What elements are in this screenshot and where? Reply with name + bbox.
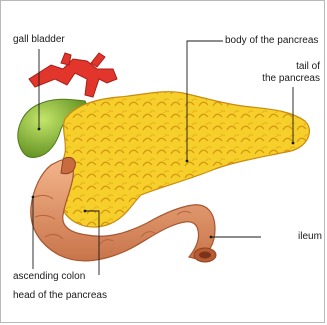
blood-vessels [29, 53, 117, 97]
label-body-of-pancreas: body of the pancreas [225, 35, 318, 47]
label-gall-bladder: gall bladder [13, 34, 65, 46]
label-ascending-colon: ascending colon [13, 271, 85, 283]
label-head-of-pancreas: head of the pancreas [13, 290, 107, 302]
label-tail-of-pancreas-line1: tail of [296, 61, 320, 73]
label-tail-of-pancreas-line2: the pancreas [262, 73, 320, 85]
label-ileum: ileum [298, 231, 322, 243]
